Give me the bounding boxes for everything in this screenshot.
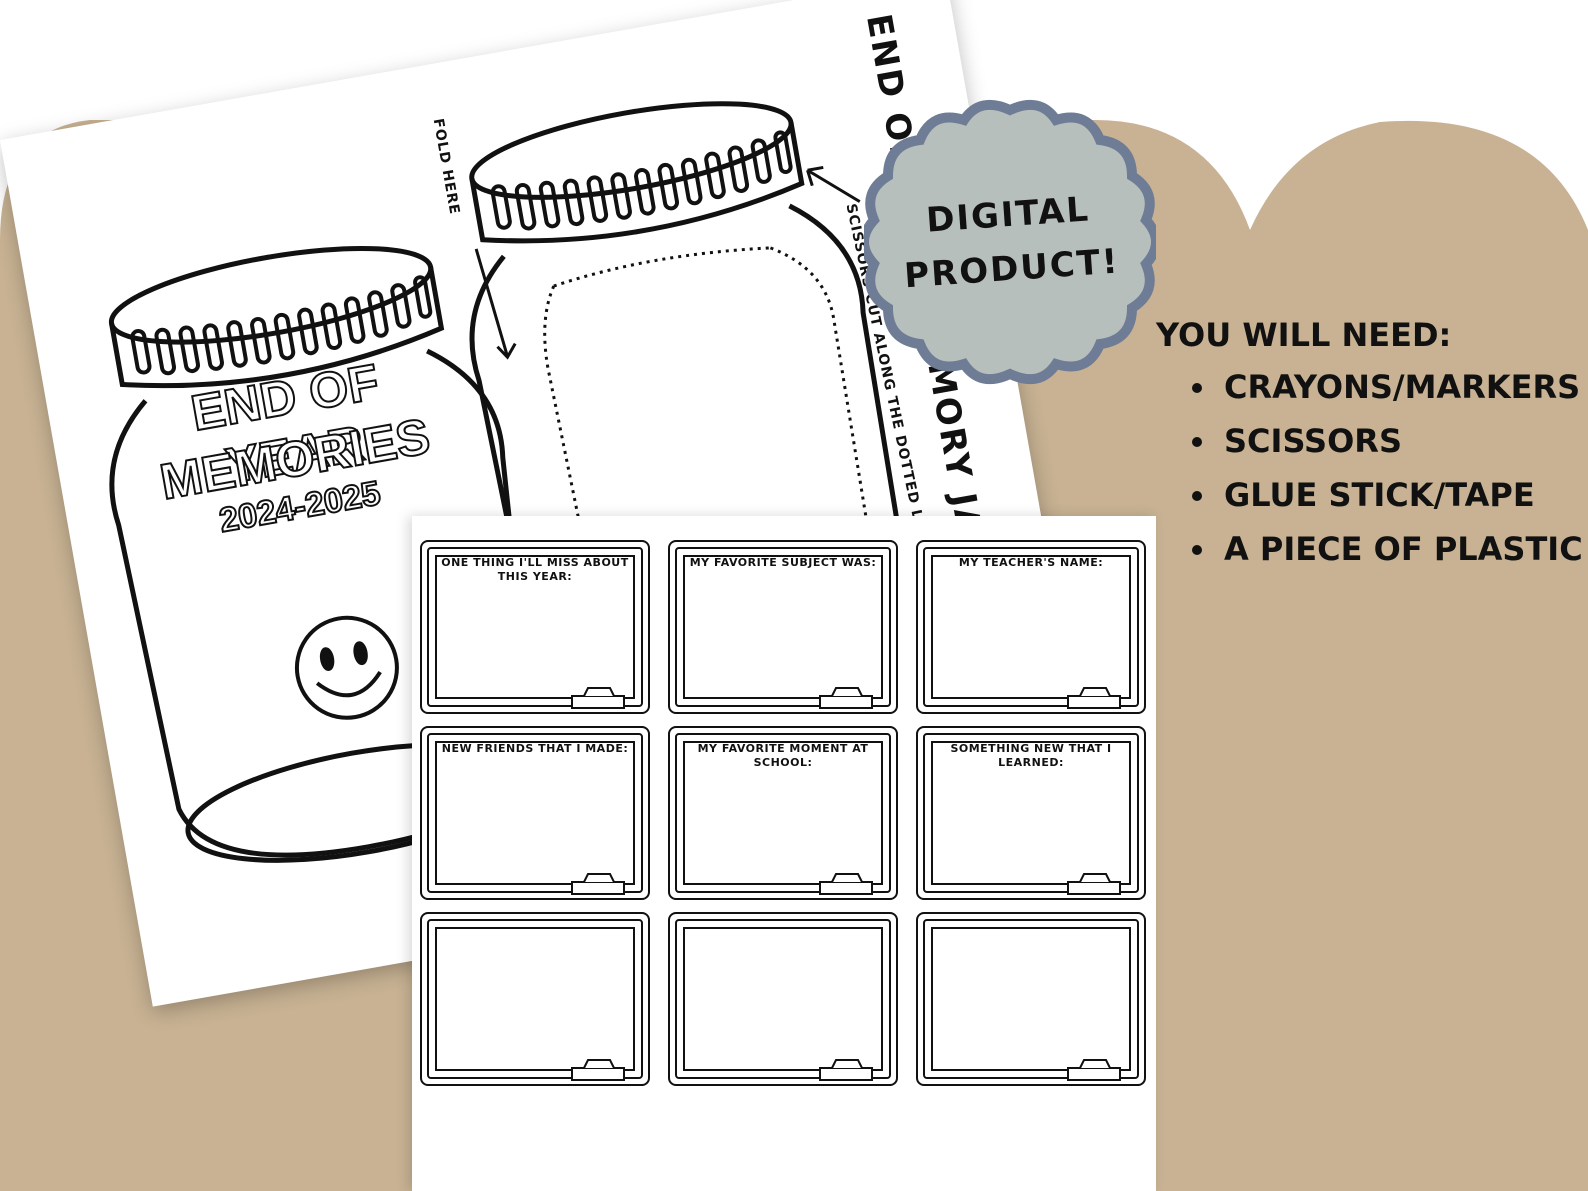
- smiley-face-icon: [294, 615, 399, 720]
- memory-card: MY FAVORITE SUBJECT WAS:: [668, 540, 898, 714]
- chalk-eraser-icon: [819, 1059, 873, 1081]
- arrow-icon: [474, 165, 861, 360]
- supply-list-title: YOU WILL NEED:: [1156, 316, 1452, 354]
- memory-card: [420, 912, 650, 1086]
- supply-item: CRAYONS/MARKERS: [1192, 368, 1583, 406]
- memory-card-label: MY FAVORITE SUBJECT WAS:: [689, 556, 877, 569]
- supply-list: YOU WILL NEED: CRAYONS/MARKERS SCISSORS …: [1156, 316, 1583, 584]
- memory-cards-printable: ONE THING I'LL MISS ABOUT THIS YEAR: MY …: [412, 516, 1156, 1191]
- supply-item: SCISSORS: [1192, 422, 1583, 460]
- memory-card: MY FAVORITE MOMENT AT SCHOOL:: [668, 726, 898, 900]
- memory-card-label: ONE THING I'LL MISS ABOUT THIS YEAR:: [441, 556, 629, 583]
- memory-card: SOMETHING NEW THAT I LEARNED:: [916, 726, 1146, 900]
- chalk-eraser-icon: [1067, 873, 1121, 895]
- memory-jar-printable: [108, 101, 927, 863]
- memory-card-label: MY TEACHER'S NAME:: [958, 556, 1104, 569]
- digital-product-badge: DIGITAL PRODUCT!: [859, 96, 1161, 388]
- memory-card: [668, 912, 898, 1086]
- jar-lid-grooves-right: [490, 130, 793, 231]
- jar-lid-grooves: [130, 275, 433, 376]
- chalk-eraser-icon: [819, 687, 873, 709]
- scalloped-badge-icon: [859, 99, 1161, 385]
- memory-card-label: MY FAVORITE MOMENT AT SCHOOL:: [697, 742, 869, 769]
- chalk-eraser-icon: [819, 873, 873, 895]
- chalk-eraser-icon: [1067, 1059, 1121, 1081]
- chalk-eraser-icon: [571, 687, 625, 709]
- memory-card-label: NEW FRIENDS THAT I MADE:: [441, 742, 629, 755]
- supply-item: A PIECE OF PLASTIC: [1192, 530, 1583, 568]
- chalk-eraser-icon: [1067, 687, 1121, 709]
- memory-card: MY TEACHER'S NAME:: [916, 540, 1146, 714]
- memory-card: NEW FRIENDS THAT I MADE:: [420, 726, 650, 900]
- memory-card: ONE THING I'LL MISS ABOUT THIS YEAR:: [420, 540, 650, 714]
- chalk-eraser-icon: [571, 1059, 625, 1081]
- jar-drawings: [108, 101, 927, 863]
- supply-item: GLUE STICK/TAPE: [1192, 476, 1583, 514]
- memory-card: [916, 912, 1146, 1086]
- chalk-eraser-icon: [571, 873, 625, 895]
- memory-card-label: SOMETHING NEW THAT I LEARNED:: [950, 742, 1112, 769]
- dotted-cut-line: [543, 246, 897, 742]
